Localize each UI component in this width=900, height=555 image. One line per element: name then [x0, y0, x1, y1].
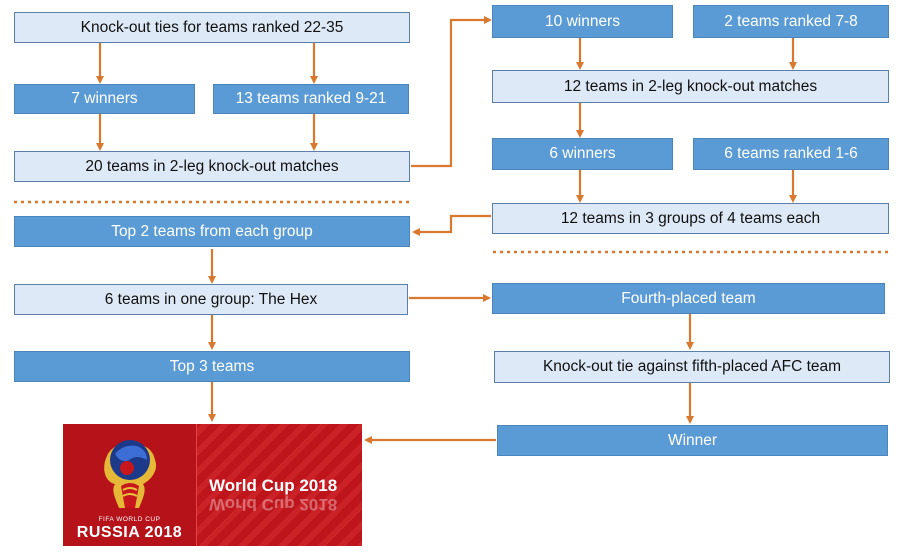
arrow-12groups-to-top2 — [412, 214, 491, 236]
world-cup-trophy-icon — [104, 440, 157, 508]
world-cup-poster: FIFA WORLD CUP RUSSIA 2018 World Cup 201… — [63, 424, 362, 546]
the-hex-group: 6 teams in one group: The Hex — [14, 284, 408, 315]
poster-title: World Cup 2018 — [209, 476, 338, 495]
fourth-placed-team: Fourth-placed team — [492, 283, 885, 314]
winner: Winner — [497, 425, 888, 456]
arrow-20teams-to-10winners — [411, 16, 492, 168]
poster-title-reflection: World Cup 2018 — [209, 495, 338, 514]
six-winners: 6 winners — [492, 138, 673, 170]
teams-ranked-9-21: 13 teams ranked 9-21 — [213, 84, 409, 114]
seven-winners: 7 winners — [14, 84, 195, 114]
ten-winners: 10 winners — [492, 5, 673, 38]
knockout-vs-afc: Knock-out tie against fifth-placed AFC t… — [494, 351, 890, 383]
top-two-each-group: Top 2 teams from each group — [14, 216, 410, 247]
teams-ranked-7-8: 2 teams ranked 7-8 — [693, 5, 889, 38]
poster-brand-small: FIFA WORLD CUP — [98, 516, 161, 523]
top-three-teams: Top 3 teams — [14, 351, 410, 382]
twelve-teams-groups: 12 teams in 3 groups of 4 teams each — [492, 203, 889, 234]
poster-emblem-panel — [63, 424, 197, 546]
teams-ranked-1-6: 6 teams ranked 1-6 — [693, 138, 889, 170]
ko-ties-22-35: Knock-out ties for teams ranked 22-35 — [14, 12, 410, 43]
twelve-teams-knockout: 12 teams in 2-leg knock-out matches — [492, 70, 889, 103]
poster-brand-large: RUSSIA 2018 — [76, 524, 183, 541]
twenty-teams-knockout: 20 teams in 2-leg knock-out matches — [14, 151, 410, 182]
